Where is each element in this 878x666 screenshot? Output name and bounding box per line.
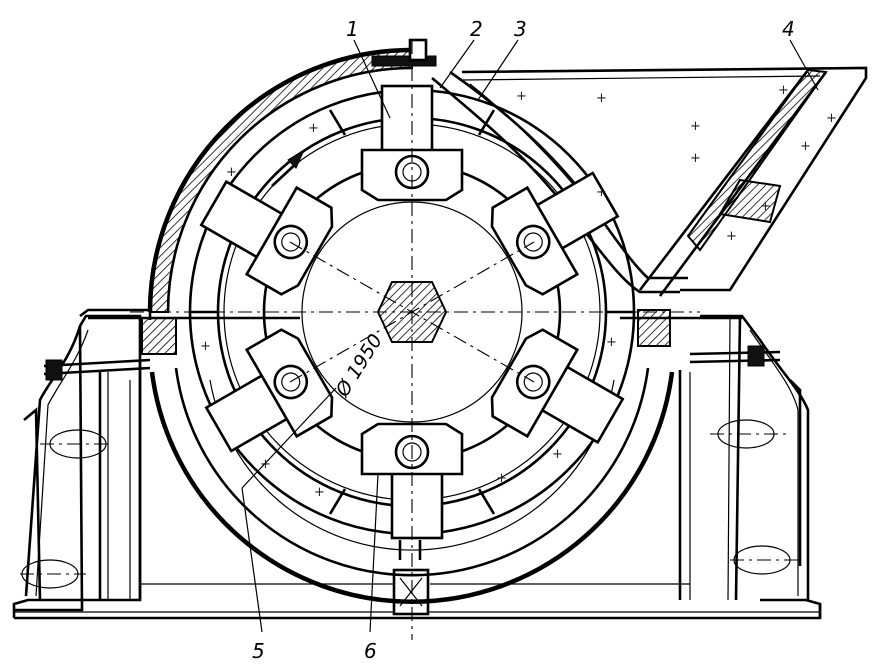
diameter-dimension: Ø 1950 xyxy=(331,330,387,401)
rotation-arrow-icon xyxy=(271,148,306,187)
callout-5: 5 xyxy=(252,639,265,663)
svg-text:+: + xyxy=(308,121,319,136)
rotor-shaft xyxy=(376,281,448,343)
svg-text:+: + xyxy=(596,91,607,106)
svg-text:+: + xyxy=(778,83,789,98)
callout-4: 4 xyxy=(782,17,795,41)
callout-6: 6 xyxy=(364,639,377,663)
svg-text:+: + xyxy=(800,139,811,154)
svg-text:+: + xyxy=(552,447,563,462)
svg-text:+: + xyxy=(226,165,237,180)
svg-text:+: + xyxy=(606,335,617,350)
svg-text:+: + xyxy=(314,485,325,500)
svg-text:+: + xyxy=(826,111,837,126)
svg-text:+: + xyxy=(496,471,507,486)
svg-text:+: + xyxy=(690,151,701,166)
hammers xyxy=(199,84,625,540)
svg-text:+: + xyxy=(200,339,211,354)
svg-text:+: + xyxy=(596,185,607,200)
callout-2: 2 xyxy=(470,17,483,41)
base-frame xyxy=(12,308,822,620)
svg-text:+: + xyxy=(516,89,527,104)
leader-lines xyxy=(241,39,819,633)
svg-text:+: + xyxy=(726,229,737,244)
callout-3: 3 xyxy=(514,17,527,41)
segment-marks: + + + + + + + + + + + + + + + + + + xyxy=(200,83,837,500)
callout-1: 1 xyxy=(346,17,359,41)
svg-text:+: + xyxy=(760,199,771,214)
feed-hopper xyxy=(461,66,868,297)
tie-rods xyxy=(43,345,781,381)
svg-text:+: + xyxy=(260,457,271,472)
side-doors xyxy=(20,379,802,601)
svg-text:+: + xyxy=(690,119,701,134)
